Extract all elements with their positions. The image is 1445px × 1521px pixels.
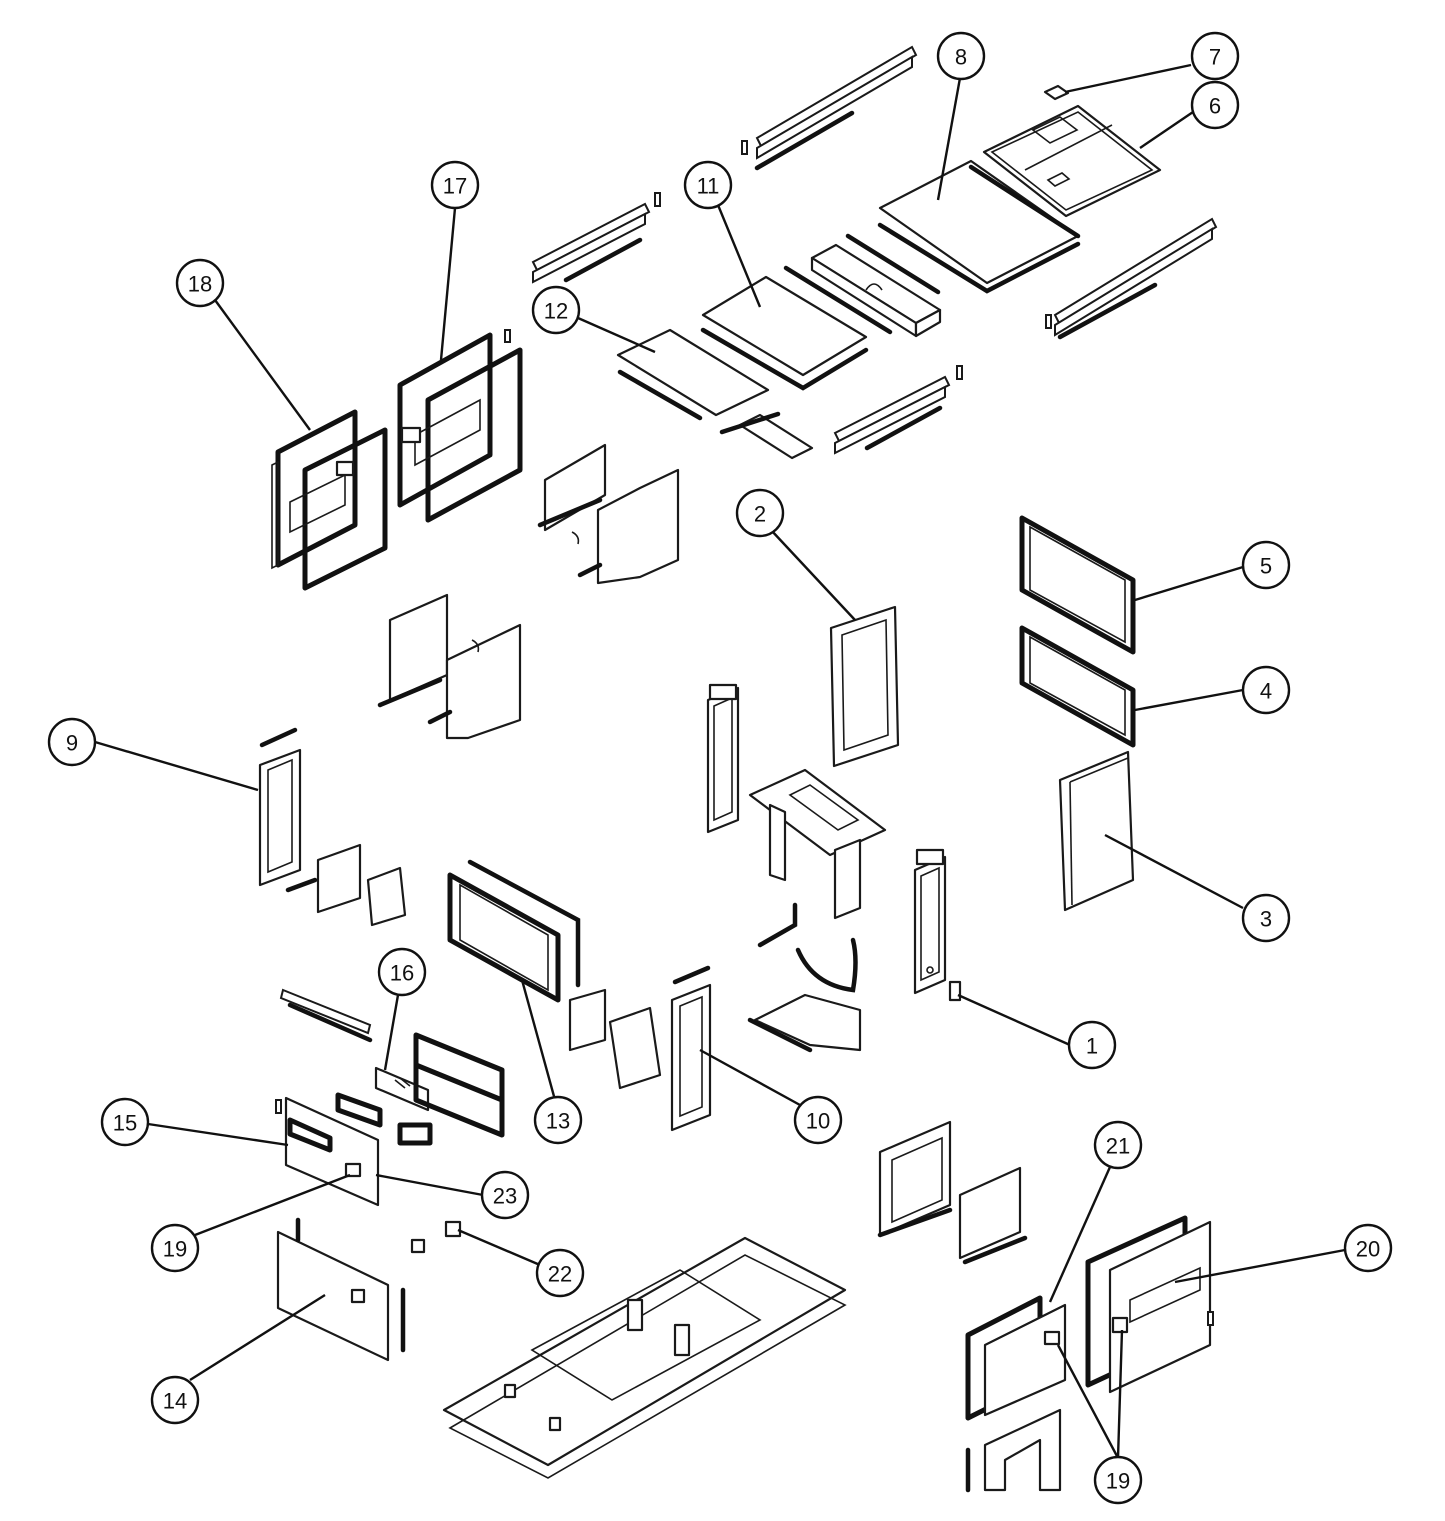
part-1-bracket xyxy=(948,980,962,1002)
svg-text:9: 9 xyxy=(66,731,78,756)
callouts: 1 2 3 4 5 6 7 8 xyxy=(47,31,1393,1505)
small-box-b xyxy=(366,866,407,927)
leader-lines xyxy=(94,63,1346,1459)
bench-part xyxy=(748,768,887,920)
part-17-door xyxy=(397,329,523,523)
callout-10: 10 xyxy=(793,1095,843,1145)
callout-18: 18 xyxy=(175,258,225,308)
part-4-frame xyxy=(1019,625,1136,748)
svg-text:23: 23 xyxy=(493,1184,517,1209)
part-3-side-panel xyxy=(1058,750,1135,912)
part-18-door xyxy=(271,409,388,591)
part-21-door xyxy=(965,1295,1067,1493)
side-panel-upper xyxy=(537,443,680,585)
callout-23: 23 xyxy=(480,1170,530,1220)
callout-8: 8 xyxy=(936,31,986,81)
callout-5: 5 xyxy=(1241,540,1291,590)
svg-text:5: 5 xyxy=(1260,554,1272,579)
svg-text:4: 4 xyxy=(1260,679,1272,704)
part-11-panel xyxy=(700,275,869,391)
part-13-window-frame xyxy=(447,859,581,1003)
top-rail-left xyxy=(531,192,661,284)
small-box-c xyxy=(568,988,607,1052)
long-rail-left xyxy=(279,988,373,1043)
callout-11: 11 xyxy=(683,160,733,210)
part-7-small-plate xyxy=(1043,84,1070,101)
svg-text:12: 12 xyxy=(544,299,568,324)
svg-text:7: 7 xyxy=(1209,45,1221,70)
svg-text:17: 17 xyxy=(443,174,467,199)
callout-7: 7 xyxy=(1190,31,1240,81)
svg-text:8: 8 xyxy=(955,45,967,70)
callout-19-left: 19 xyxy=(150,1223,200,1273)
svg-text:6: 6 xyxy=(1209,94,1221,119)
callout-16: 16 xyxy=(377,947,427,997)
callout-12: 12 xyxy=(531,285,581,335)
callout-4: 4 xyxy=(1241,665,1291,715)
svg-text:22: 22 xyxy=(548,1262,572,1287)
vertical-post-right xyxy=(913,848,947,995)
callout-17: 17 xyxy=(430,160,480,210)
svg-text:19: 19 xyxy=(163,1237,187,1262)
svg-text:3: 3 xyxy=(1260,907,1272,932)
top-rail-upper xyxy=(741,45,918,171)
svg-text:15: 15 xyxy=(113,1111,137,1136)
svg-text:14: 14 xyxy=(163,1389,187,1414)
part-8-panel xyxy=(877,159,1081,294)
svg-text:1: 1 xyxy=(1086,1034,1098,1059)
callout-9: 9 xyxy=(47,717,97,767)
double-window-frame xyxy=(413,1032,505,1138)
part-14-door-panel xyxy=(276,1217,406,1362)
small-box-a xyxy=(285,843,362,914)
top-rail-right xyxy=(1045,217,1218,340)
svg-text:11: 11 xyxy=(697,174,720,199)
svg-text:19: 19 xyxy=(1106,1469,1130,1494)
right-panel xyxy=(958,1166,1028,1265)
right-box xyxy=(877,1120,953,1238)
center-channel xyxy=(783,233,942,338)
callout-15: 15 xyxy=(100,1097,150,1147)
svg-text:20: 20 xyxy=(1356,1237,1380,1262)
callout-13: 13 xyxy=(533,1095,583,1145)
callout-19-right: 19 xyxy=(1093,1455,1143,1505)
svg-text:16: 16 xyxy=(390,961,414,986)
svg-text:13: 13 xyxy=(546,1109,570,1134)
side-panel-middle xyxy=(377,593,522,740)
part-10-post xyxy=(670,965,712,1132)
part-9-post xyxy=(258,727,302,887)
vertical-post-center xyxy=(706,683,740,834)
svg-text:21: 21 xyxy=(1106,1134,1130,1159)
parts-layer xyxy=(258,45,1218,1493)
svg-text:18: 18 xyxy=(188,272,212,297)
callout-2: 2 xyxy=(735,488,785,538)
callout-3: 3 xyxy=(1241,893,1291,943)
callout-22: 22 xyxy=(535,1248,585,1298)
callout-21: 21 xyxy=(1093,1120,1143,1170)
base-chassis xyxy=(442,1236,847,1479)
part-22-bracket xyxy=(410,1220,462,1254)
callout-20: 20 xyxy=(1343,1223,1393,1273)
callout-1: 1 xyxy=(1067,1020,1117,1070)
top-rail-front xyxy=(833,365,963,455)
small-box-d xyxy=(608,1006,662,1090)
svg-text:2: 2 xyxy=(754,502,766,527)
svg-text:10: 10 xyxy=(806,1109,830,1134)
callout-6: 6 xyxy=(1190,80,1240,130)
part-6-top-cover xyxy=(982,104,1162,218)
part-20-door xyxy=(1085,1215,1214,1394)
part-2-frame xyxy=(829,605,900,768)
callout-14: 14 xyxy=(150,1375,200,1425)
part-5-frame xyxy=(1019,515,1136,655)
part-12-panel xyxy=(616,328,814,460)
curved-channel xyxy=(747,902,862,1053)
part-15-door xyxy=(275,1092,433,1207)
